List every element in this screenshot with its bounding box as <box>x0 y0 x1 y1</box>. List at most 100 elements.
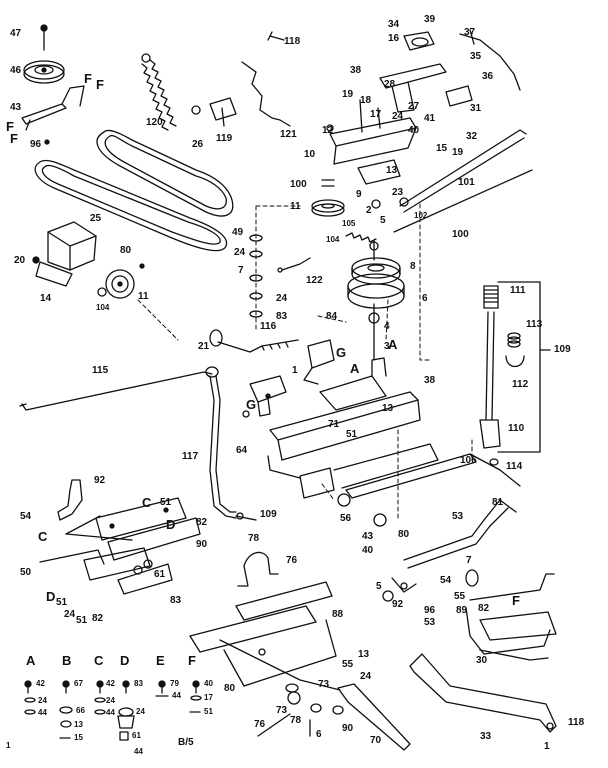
callout-116: 116 <box>260 321 277 332</box>
callout-12: 12 <box>322 125 334 136</box>
callout-13-b: 13 <box>382 403 394 414</box>
callout-34-a: 34 <box>388 19 400 30</box>
legend-A-item-2: 24 <box>38 696 47 705</box>
callout-112: 112 <box>512 379 529 390</box>
legend-B-item-1: 67 <box>74 679 83 688</box>
callout-17-b: 40 <box>362 545 374 556</box>
legend-D-item-4: 44 <box>134 747 143 756</box>
callout-14: 14 <box>40 293 52 304</box>
callout-106: 106 <box>460 455 477 466</box>
callout-F-1: F <box>84 71 92 86</box>
pulley-11-upper-drawing <box>311 179 345 217</box>
bolt-118-drawing <box>267 31 285 41</box>
callout-17-a: 17 <box>370 109 382 120</box>
callout-82-a: 82 <box>196 517 208 528</box>
callout-110-b: 109 <box>260 509 277 520</box>
main-pulley-drawing <box>347 239 405 361</box>
callout-73-a: 73 <box>276 705 288 716</box>
bracket-43-drawing <box>21 85 85 145</box>
callout-D-1: D <box>166 517 176 532</box>
rod-100-drawing <box>393 129 533 233</box>
callout-84-a: 84 <box>326 311 338 322</box>
legend-E-item-1: 79 <box>170 679 179 688</box>
callout-102: 102 <box>414 211 428 220</box>
arm-70-drawing <box>337 683 411 751</box>
callout-76-b: 76 <box>254 719 266 730</box>
callout-25: 25 <box>90 213 102 224</box>
callout-A-2: A <box>350 361 360 376</box>
rod-115-drawing <box>19 366 219 411</box>
callout-89: 89 <box>456 605 468 616</box>
callout-24-a: 24 <box>392 111 404 122</box>
legend-C-item-2: 24 <box>106 696 115 705</box>
callout-51-c: 51 <box>56 597 68 608</box>
legend-B-item-4: 15 <box>74 733 83 742</box>
spring-105-drawing <box>345 232 377 243</box>
callout-120: 120 <box>146 117 163 128</box>
callout-26: 26 <box>192 139 204 150</box>
callout-2-a: 2 <box>366 205 372 216</box>
callout-6: 6 <box>422 293 428 304</box>
pulley-11-left-drawing <box>97 263 145 299</box>
belt-25-drawing <box>34 159 228 252</box>
callout-5-a: 5 <box>380 215 386 226</box>
callout-114: 114 <box>506 461 523 472</box>
legend-F-item-2: 17 <box>204 693 213 702</box>
callout-9-a: 9 <box>356 189 362 200</box>
callout-1-b: 1 <box>544 741 550 752</box>
callout-15-a: 15 <box>436 143 448 154</box>
callout-G-1: G <box>336 345 347 360</box>
callout-47: 47 <box>10 28 22 39</box>
callout-90-a: 90 <box>196 539 208 550</box>
callout-109: 109 <box>554 344 571 355</box>
callout-38: 38 <box>350 65 362 76</box>
callout-51-d: 51 <box>76 615 88 626</box>
legend-letter-E: E <box>156 653 165 668</box>
callout-53-c: 53 <box>424 617 436 628</box>
callout-54-b: 54 <box>440 575 452 586</box>
callout-118-b: 118 <box>568 717 585 728</box>
callout-78-a: 78 <box>248 533 260 544</box>
legend-F-item-3: 51 <box>204 707 213 716</box>
callout-83-b: 83 <box>170 595 182 606</box>
rod-110-drawing <box>479 311 501 466</box>
idler-arm-53-drawing <box>382 499 517 602</box>
callout-115: 115 <box>92 365 109 376</box>
callout-100-b: 100 <box>290 179 307 190</box>
callout-70: 70 <box>370 735 382 746</box>
callout-121: 121 <box>280 129 297 140</box>
callout-122: 122 <box>306 275 323 286</box>
callout-36: 36 <box>482 71 494 82</box>
callout-104-b: 104 <box>326 235 340 244</box>
callout-43-b: 43 <box>362 531 374 542</box>
callout-31: 31 <box>470 103 482 114</box>
rod-116-drawing <box>209 329 299 353</box>
callout-A-1: A <box>388 337 398 352</box>
spring-113-drawing <box>505 332 525 368</box>
spring-120-drawing <box>141 53 201 131</box>
callout-3: 3 <box>384 341 390 352</box>
callout-C-1: C <box>142 495 152 510</box>
callout-55-b: 55 <box>342 659 354 670</box>
callout-24-c: 24 <box>276 293 288 304</box>
callout-96: 96 <box>30 139 42 150</box>
callout-53: 53 <box>452 511 464 522</box>
callout-F-2: F <box>96 77 104 92</box>
callout-92-a: 92 <box>94 475 106 486</box>
bracket-G2-drawing <box>303 339 335 385</box>
callout-20-a: 20 <box>14 255 26 266</box>
callout-F-3: F <box>6 119 14 134</box>
cross-bar-88-drawing <box>189 581 341 691</box>
legend-letter-A: A <box>26 653 36 668</box>
callout-81: 81 <box>492 497 504 508</box>
callout-7-a: 7 <box>238 265 244 276</box>
bottom-hardware-drawing <box>257 683 344 737</box>
callout-8: 8 <box>410 261 416 272</box>
callout-82-b: 82 <box>92 613 104 624</box>
callout-82-c: 82 <box>478 603 490 614</box>
callout-11-b: 11 <box>290 201 301 212</box>
bracket-109-drawing <box>497 281 551 453</box>
callout-F-5: F <box>512 593 520 608</box>
callout-4: 4 <box>384 321 390 332</box>
callout-51-b: 51 <box>160 497 172 508</box>
